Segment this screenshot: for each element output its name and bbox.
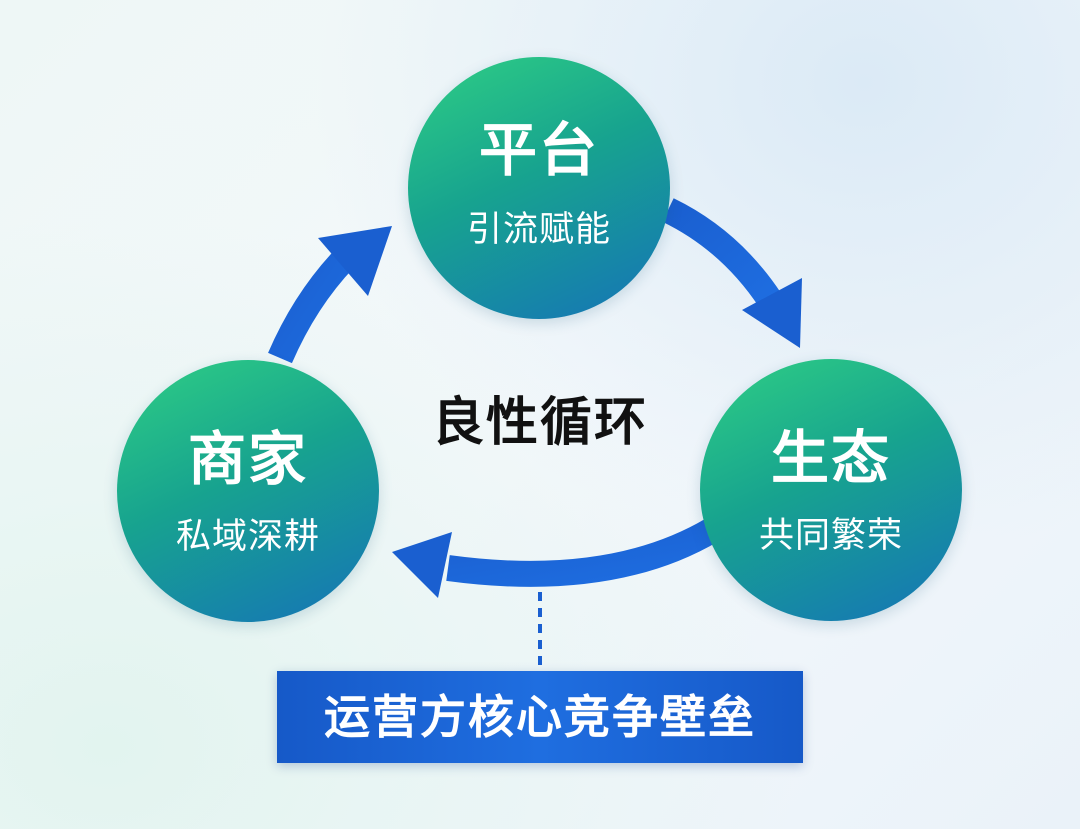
node-ecology-title: 生态	[770, 424, 891, 492]
node-merchant: 商家 私域深耕	[117, 360, 379, 622]
node-ecology: 生态 共同繁荣	[700, 359, 962, 621]
node-merchant-subtitle: 私域深耕	[175, 517, 320, 557]
node-platform: 平台 引流赋能	[408, 57, 670, 319]
node-ecology-subtitle: 共同繁荣	[758, 516, 903, 556]
arrow-platform-to-ecology	[662, 198, 802, 348]
bottom-banner: 运营方核心竞争壁垒	[277, 671, 803, 763]
center-label: 良性循环	[431, 393, 648, 453]
node-platform-subtitle: 引流赋能	[466, 210, 611, 250]
bottom-banner-label: 运营方核心竞争壁垒	[324, 690, 756, 744]
arrow-ecology-to-merchant	[392, 518, 719, 598]
node-merchant-title: 商家	[187, 425, 308, 493]
node-platform-title: 平台	[478, 116, 599, 184]
arrow-merchant-to-platform	[268, 226, 392, 364]
